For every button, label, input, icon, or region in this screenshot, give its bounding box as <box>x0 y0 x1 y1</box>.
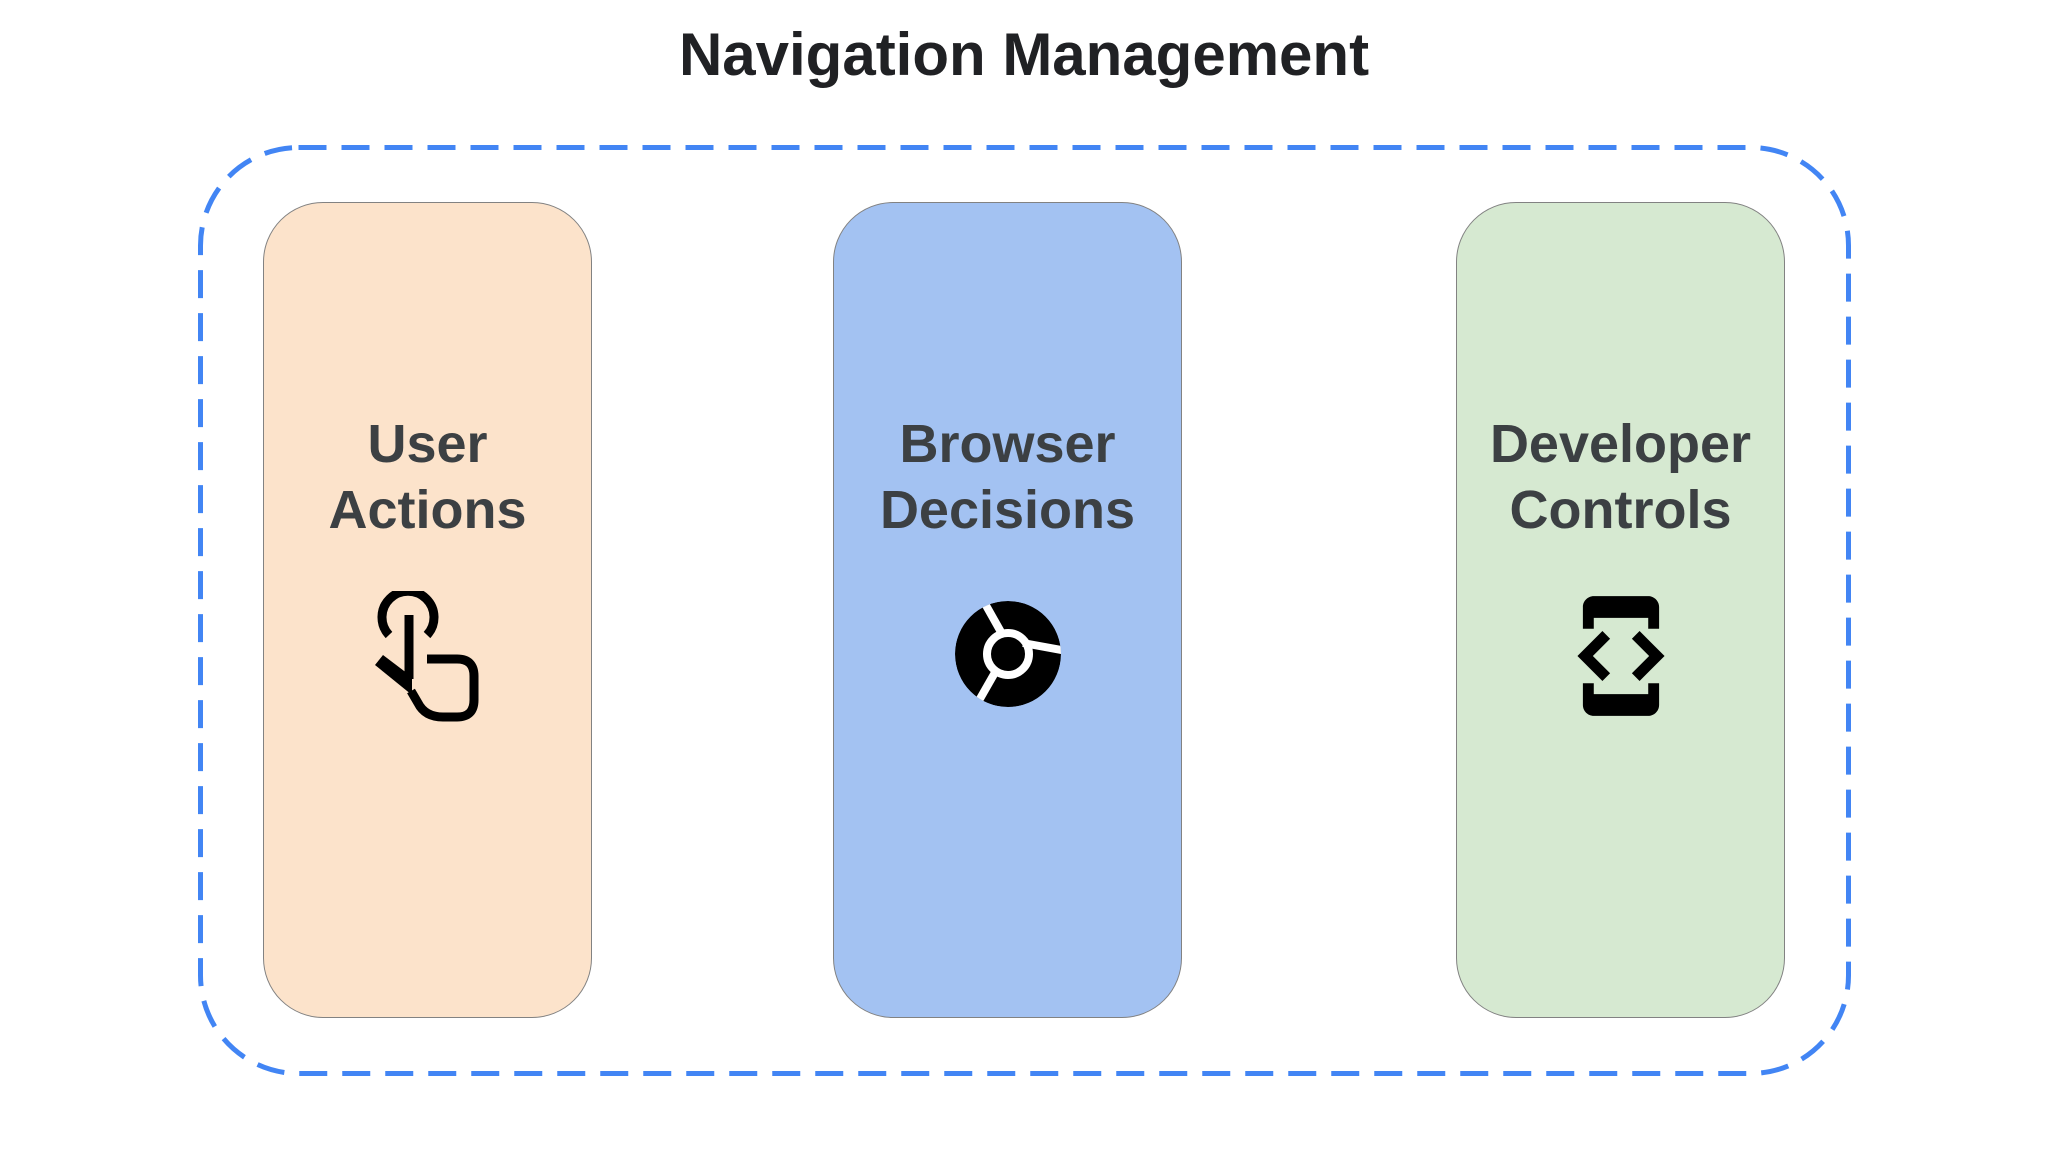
chrome-browser-icon <box>834 599 1181 709</box>
touch-gesture-icon <box>264 591 591 723</box>
card-developer-controls-label: Developer Controls <box>1489 414 1752 540</box>
card-browser-decisions: Browser Decisions <box>833 202 1182 1018</box>
page-title: Navigation Management <box>678 21 1370 88</box>
developer-mode-icon <box>1457 593 1784 719</box>
card-user-actions-label: User Actions <box>328 414 527 540</box>
card-user-actions: User Actions <box>263 202 592 1018</box>
card-browser-decisions-label: Browser Decisions <box>879 414 1136 540</box>
card-developer-controls: Developer Controls <box>1456 202 1785 1018</box>
